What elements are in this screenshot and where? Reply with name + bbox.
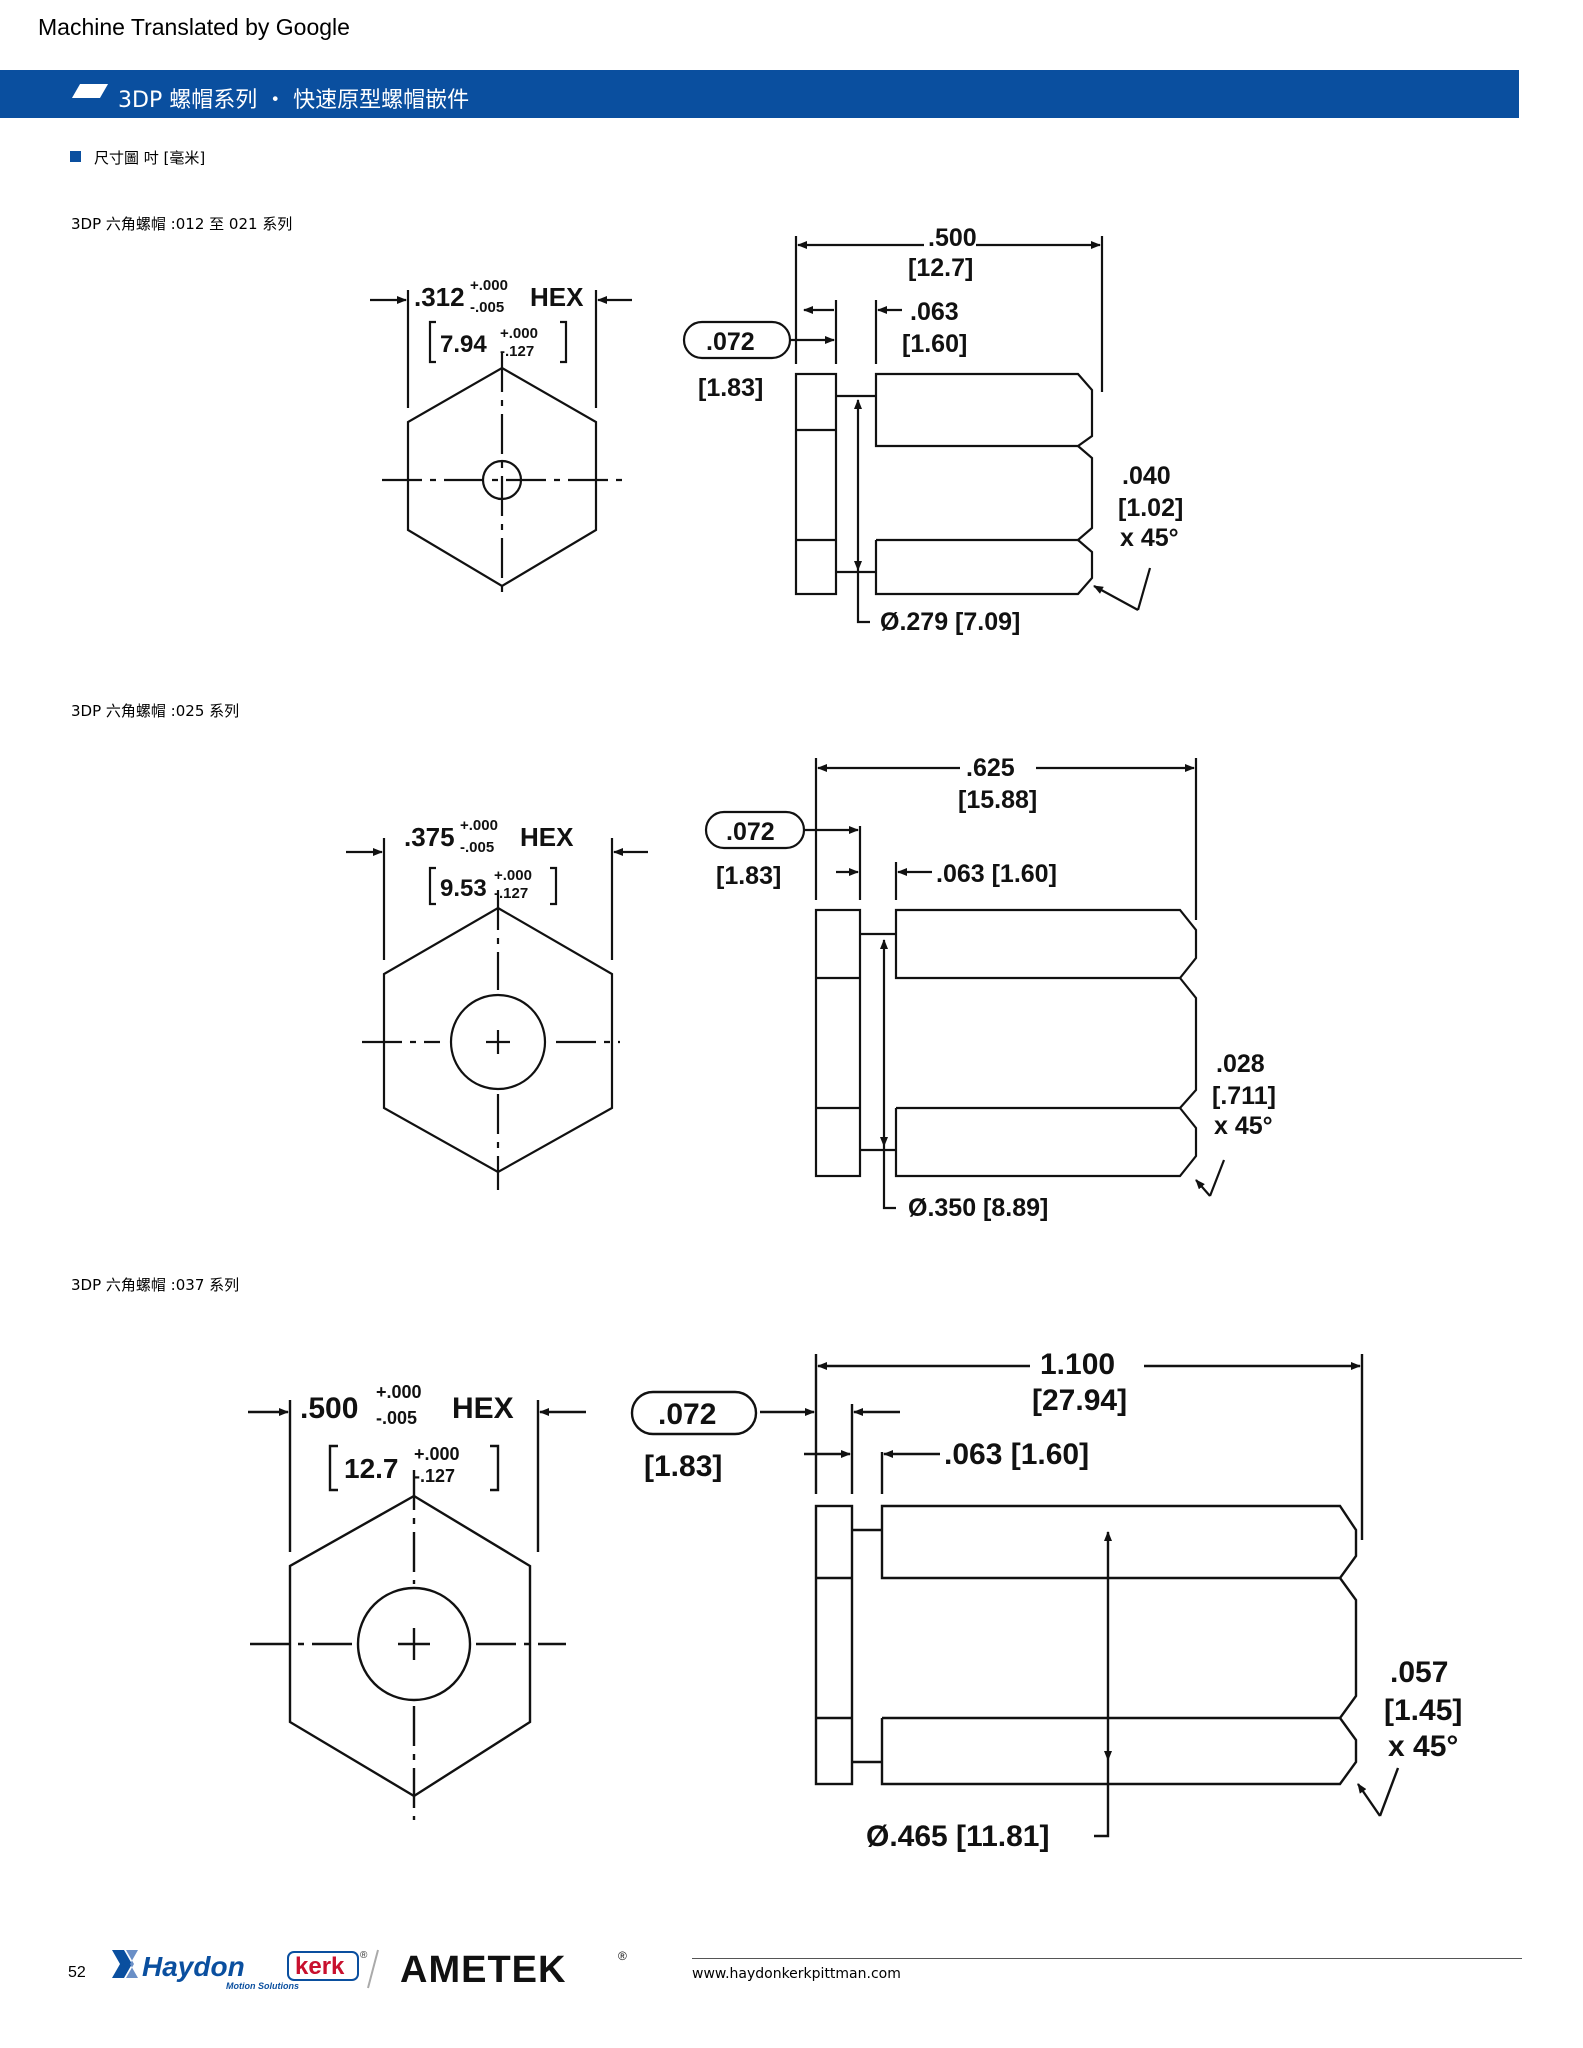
bullet-square-icon	[70, 151, 81, 162]
brand-haydon: Haydon	[142, 1951, 245, 1982]
length-mm: [15.88]	[958, 786, 1037, 814]
side-dims-3: 1.100 [27.94] .063 [1.60] .072 [1.83] .0…	[644, 1348, 1462, 1853]
hex-nominal: .375	[404, 822, 455, 852]
dimension-unit-label: 尺寸圖 吋 [毫米]	[94, 149, 206, 167]
gap-mm: [1.60]	[902, 330, 967, 358]
length-mm: [12.7]	[908, 254, 973, 282]
length-mm: [27.94]	[1032, 1384, 1127, 1417]
section-label-1: 3DP 六角螺帽 :012 至 021 系列	[71, 215, 293, 233]
hex-metric-plus: +.000	[414, 1444, 460, 1464]
ametek-logo: AMETEK ®	[400, 1949, 627, 1991]
chamfer-value: .028	[1216, 1050, 1265, 1078]
chamfer-angle: x 45°	[1388, 1730, 1458, 1763]
chamfer-value: .040	[1122, 462, 1171, 490]
gap-value: .063 [1.60]	[944, 1438, 1089, 1471]
reg-mark: ®	[618, 1949, 627, 1963]
section-label-3: 3DP 六角螺帽 :037 系列	[71, 1276, 240, 1294]
page-number: 52	[68, 1964, 86, 1981]
hex-nominal: .312	[414, 282, 465, 312]
hex-tol-minus: -.005	[470, 299, 504, 316]
hex-nominal: .500	[300, 1392, 358, 1425]
gap-value: .063	[910, 298, 959, 326]
hex-view-2	[346, 838, 648, 1190]
hex-dims-3: .500 +.000 -.005 HEX 12.7 +.000 -.127	[300, 1382, 514, 1486]
hex-tol-plus: +.000	[460, 817, 498, 834]
flange-value: .072	[706, 328, 755, 356]
hex-metric: 12.7	[344, 1453, 399, 1484]
chamfer-mm: [.711]	[1212, 1082, 1276, 1110]
technical-drawings: .312 +.000 -.005 HEX 7.94 +.000 -.127 .5…	[248, 224, 1462, 1853]
hex-suffix: HEX	[452, 1392, 514, 1425]
flange-mm: [1.83]	[644, 1450, 722, 1483]
haydon-mark-icon	[112, 1950, 138, 1978]
footer-rule	[692, 1958, 1522, 1959]
page-title: 3DP 螺帽系列 ・ 快速原型螺帽嵌件	[118, 88, 470, 113]
side-view-2	[704, 758, 1226, 1210]
hex-view-3	[248, 1400, 586, 1820]
hex-metric-minus: -.127	[414, 1466, 455, 1486]
hex-tol-minus: -.005	[376, 1408, 417, 1428]
hex-tol-plus: +.000	[470, 277, 508, 294]
flange-mm: [1.83]	[698, 374, 763, 402]
brand-tagline: Motion Solutions	[226, 1981, 299, 1991]
chamfer-mm: [1.45]	[1384, 1694, 1462, 1727]
hex-metric: 7.94	[440, 331, 487, 358]
length-value: 1.100	[1040, 1348, 1115, 1381]
header-bar	[0, 70, 1519, 118]
side-view-1	[682, 236, 1152, 624]
hex-tol-plus: +.000	[376, 1382, 422, 1402]
chamfer-value: .057	[1390, 1656, 1448, 1689]
flange-value: .072	[658, 1398, 716, 1431]
length-value: .625	[966, 754, 1015, 782]
hex-metric-plus: +.000	[500, 325, 538, 342]
side-view-3	[630, 1354, 1400, 1838]
flange-value: .072	[726, 818, 775, 846]
machine-translated-label: Machine Translated by Google	[38, 14, 350, 40]
hex-dims-1: .312 +.000 -.005 HEX 7.94 +.000 -.127	[414, 277, 584, 360]
brand-kerk: kerk	[295, 1953, 345, 1980]
diameter: Ø.465 [11.81]	[866, 1820, 1049, 1853]
section-label-2: 3DP 六角螺帽 :025 系列	[71, 702, 240, 720]
length-value: .500	[928, 224, 977, 252]
hex-metric: 9.53	[440, 875, 487, 902]
chamfer-angle: x 45°	[1214, 1112, 1273, 1140]
gap-value: .063 [1.60]	[936, 860, 1057, 888]
hex-dims-2: .375 +.000 -.005 HEX 9.53 +.000 -.127	[404, 817, 574, 902]
haydon-kerk-logo: Haydon kerk ® Motion Solutions	[112, 1949, 379, 1991]
hex-tol-minus: -.005	[460, 839, 494, 856]
hex-suffix: HEX	[530, 282, 584, 312]
hex-metric-plus: +.000	[494, 867, 532, 884]
diameter: Ø.279 [7.09]	[880, 608, 1020, 636]
chamfer-angle: x 45°	[1120, 524, 1179, 552]
footer-url: www.haydonkerkpittman.com	[692, 1966, 901, 1982]
side-dims-2: .625 [15.88] .063 [1.60] .072 [1.83] .02…	[716, 754, 1276, 1222]
hex-suffix: HEX	[520, 822, 574, 852]
hex-metric-minus: -.127	[494, 885, 528, 902]
hex-metric-minus: -.127	[500, 343, 534, 360]
chamfer-mm: [1.02]	[1118, 494, 1183, 522]
hex-view-1	[370, 290, 632, 600]
reg-mark: ®	[360, 1950, 368, 1961]
side-dims-1: .500 [12.7] .063 [1.60] .072 [1.83] .040…	[698, 224, 1183, 636]
diameter: Ø.350 [8.89]	[908, 1194, 1048, 1222]
brand-ametek: AMETEK	[400, 1949, 566, 1991]
flange-mm: [1.83]	[716, 862, 781, 890]
